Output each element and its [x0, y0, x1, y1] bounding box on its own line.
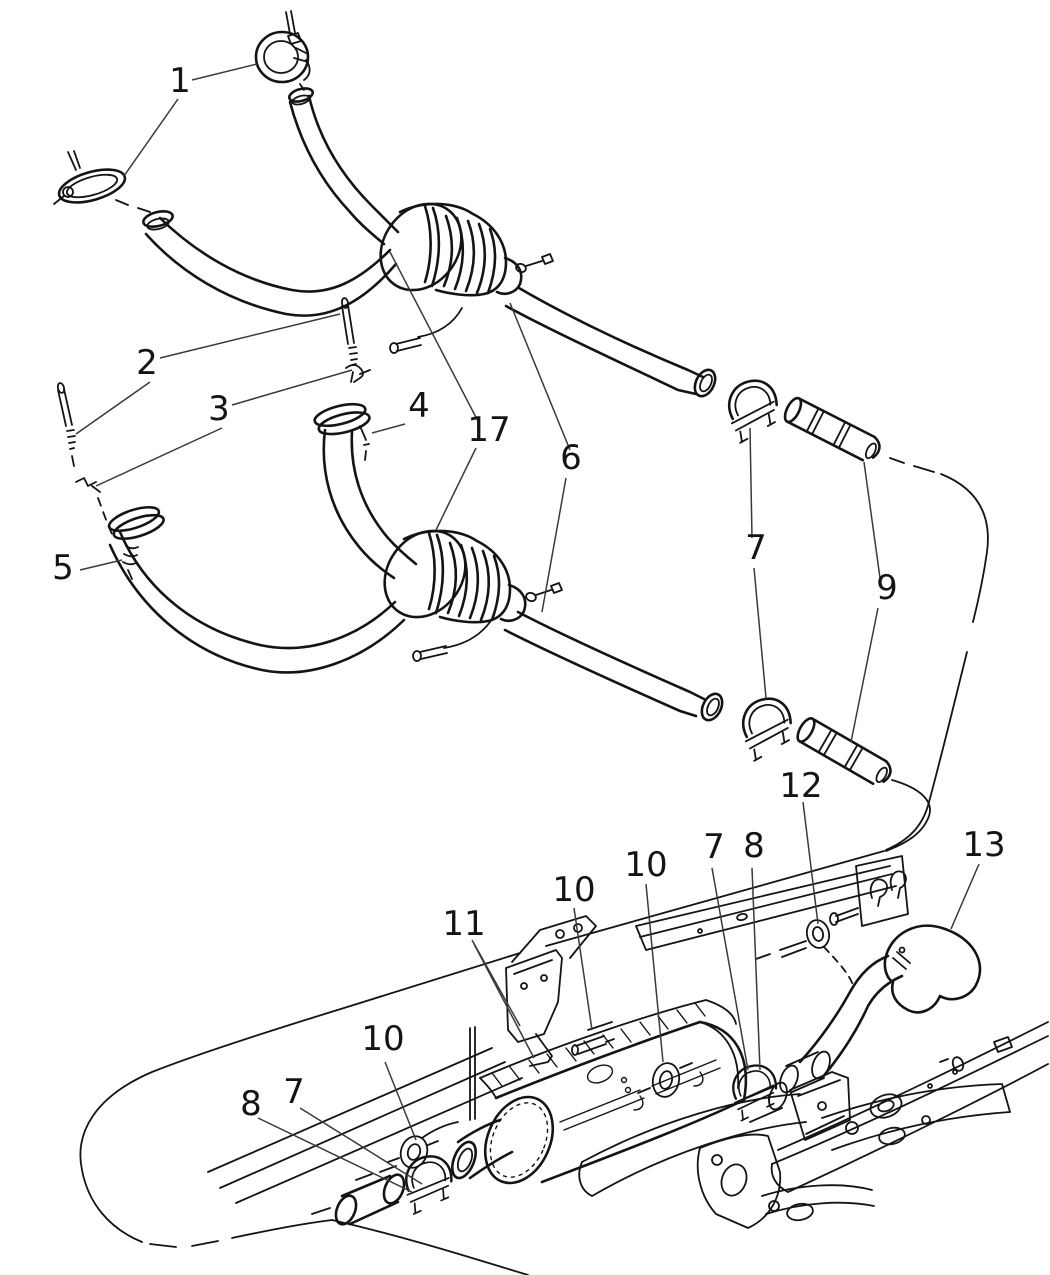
- continuation-curve-upper: [940, 473, 989, 623]
- callout-13: 13: [962, 825, 1005, 865]
- callout-7-bottom: 7: [703, 827, 725, 867]
- intermediate-pipe-upper: [517, 286, 705, 379]
- pipe-left-branch-lower: [118, 530, 397, 650]
- callout-2: 2: [136, 343, 158, 383]
- callout-3: 3: [208, 389, 230, 429]
- clamp-7-lower-icon: [735, 692, 800, 763]
- muffler-bracket-11: [505, 915, 597, 1067]
- tailpipe: [798, 924, 982, 1080]
- muffler-louvers: [559, 1059, 721, 1131]
- intermediate-pipe-lower: [516, 610, 706, 701]
- clamp-side-icon: [53, 150, 127, 205]
- pipe-right-branch: [307, 94, 400, 234]
- leader-lines: [75, 63, 980, 1193]
- support-bracket: [789, 1071, 851, 1141]
- slip-pipe-upper-icon: [780, 394, 885, 466]
- front-extension-pipe: [311, 1165, 406, 1226]
- callout-9: 9: [876, 568, 898, 608]
- spring-bolt-5-icon: [122, 545, 139, 580]
- pipe-right-branch-lower: [322, 428, 396, 580]
- converter-hanger-lower: [412, 621, 491, 662]
- hanger-grommet-front-icon: [387, 1026, 476, 1169]
- muffler-heat-shield: [479, 999, 737, 1099]
- hanger-grommet-rear-icon: [637, 1062, 693, 1098]
- callout-11: 11: [442, 904, 485, 944]
- catalytic-converter-lower: [366, 513, 527, 635]
- stud-4-icon: [359, 425, 370, 461]
- callout-8-left: 8: [240, 1084, 262, 1124]
- axle-suspension: [578, 1083, 1011, 1229]
- bolt-2b-icon: [56, 382, 76, 467]
- hanger-bolts-mid: [571, 1021, 615, 1056]
- callout-labels: 1 2 3 4 5 17 6 7 9 12 7 8 10 10 13 11 10…: [52, 61, 1005, 1124]
- callout-8-bottom: 8: [743, 826, 765, 866]
- catalytic-converter-upper: [362, 186, 523, 308]
- frame-rail-upper: [635, 855, 909, 951]
- oxygen-sensor-upper-icon: [515, 253, 554, 274]
- clamp-front-icon: [400, 1151, 458, 1216]
- callout-12: 12: [779, 766, 822, 806]
- pipe-left-branch: [158, 216, 392, 293]
- callout-5: 5: [52, 548, 74, 588]
- detail-balloon: [79, 850, 885, 1275]
- converter-hanger-upper: [389, 307, 463, 354]
- callout-7-left: 7: [283, 1072, 305, 1112]
- bolt-2a-icon: [341, 297, 358, 383]
- clamp-top-icon: [254, 10, 311, 84]
- callout-10-a: 10: [552, 870, 595, 910]
- callout-10-c: 10: [361, 1019, 404, 1059]
- callout-17: 17: [467, 410, 510, 450]
- clamp-7-upper-icon: [721, 374, 786, 445]
- muffler: [451, 1020, 748, 1185]
- flange-left-icon: [105, 500, 168, 546]
- upper-exhaust-assembly: [53, 10, 989, 851]
- muffler-outlet-cluster: [741, 1050, 831, 1123]
- clip-3b-icon: [75, 477, 101, 493]
- callout-6: 6: [560, 438, 582, 478]
- tailpipe-bracket-12: [755, 919, 854, 986]
- callout-4: 4: [408, 386, 430, 426]
- clip-3a-icon: [345, 364, 371, 383]
- oxygen-sensor-lower-icon: [525, 582, 563, 603]
- continuation-curve-lower: [885, 779, 931, 852]
- callout-7-mid: 7: [745, 528, 767, 568]
- callout-10-b: 10: [624, 845, 667, 885]
- underbody-view: [207, 855, 1049, 1229]
- callout-1: 1: [169, 61, 191, 101]
- lower-exhaust-assembly: [56, 297, 931, 852]
